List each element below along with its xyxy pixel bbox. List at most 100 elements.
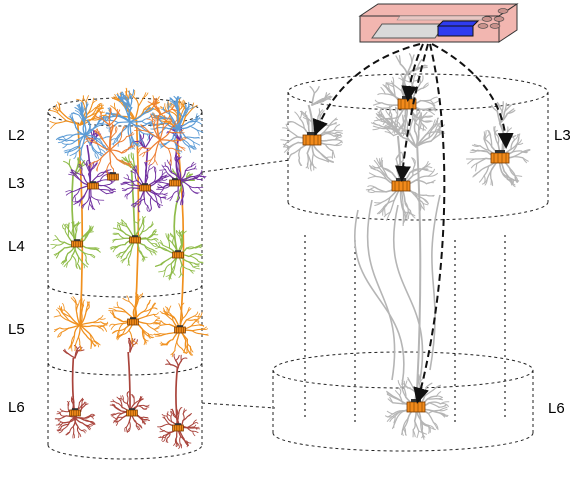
dendrite-branch bbox=[150, 139, 161, 149]
apical-dendrite bbox=[127, 106, 133, 123]
dendrite-branch bbox=[70, 169, 77, 174]
dendrite-branch bbox=[65, 191, 73, 196]
dendrite-branch bbox=[479, 145, 490, 151]
dendrite-branch bbox=[111, 330, 119, 334]
dendrite-branch bbox=[185, 339, 188, 349]
dendrite-branch bbox=[187, 413, 192, 417]
dendrite-branch bbox=[58, 424, 62, 429]
dendrite-branch bbox=[152, 238, 158, 242]
dendrite-branch bbox=[153, 333, 161, 335]
dendrite-branch bbox=[324, 143, 336, 147]
dendrite-branch bbox=[187, 306, 190, 313]
dendrite-branch bbox=[193, 191, 199, 195]
dendrite-branch bbox=[332, 150, 336, 159]
dendrite-branch bbox=[116, 237, 125, 240]
dendrite-branch bbox=[429, 96, 438, 101]
dendrite-branch bbox=[158, 269, 166, 273]
dendrite-branch bbox=[162, 269, 166, 278]
dendrite-branch bbox=[100, 321, 109, 325]
device-button bbox=[493, 16, 505, 22]
dendrite-branch bbox=[292, 147, 302, 155]
dendrite-branch bbox=[177, 197, 180, 203]
electrode-chip-icon bbox=[490, 150, 510, 164]
dendrite-branch bbox=[109, 141, 120, 151]
dendrite-branch bbox=[182, 311, 189, 319]
dendrite-branch bbox=[60, 327, 70, 333]
dendrite-branch bbox=[176, 97, 182, 104]
dendrite-branch bbox=[418, 430, 428, 435]
dendrite-branch bbox=[131, 394, 135, 399]
dendrite-branch bbox=[299, 118, 305, 129]
dendrite-branch bbox=[403, 211, 406, 221]
dendrite-branch bbox=[393, 113, 399, 125]
dendrite-branch bbox=[99, 104, 104, 111]
dendrite-branch bbox=[175, 150, 181, 157]
dendrite-branch bbox=[420, 429, 426, 438]
dendrite-branch bbox=[395, 410, 404, 421]
dendrite-branch bbox=[165, 111, 173, 119]
dendrite-branch bbox=[65, 139, 76, 142]
dendrite-branch bbox=[376, 169, 388, 180]
dendrite-branch bbox=[131, 203, 139, 205]
dendrite-branch bbox=[73, 174, 81, 181]
dendrite-branch bbox=[127, 258, 130, 266]
dendrite-branch bbox=[131, 339, 138, 345]
apical-dendrite bbox=[84, 119, 91, 136]
dendrite-branch bbox=[333, 124, 341, 131]
dendrite-branch bbox=[127, 146, 134, 150]
dendrite-branch bbox=[367, 175, 377, 179]
dendrite-branch bbox=[165, 233, 169, 241]
dendrite-branch bbox=[118, 136, 128, 143]
dendrite-branch bbox=[121, 126, 126, 134]
dendrite-branch bbox=[89, 415, 95, 417]
dendrite-branch bbox=[282, 143, 290, 148]
dendrite-branch bbox=[425, 125, 434, 136]
dendrite-branch bbox=[166, 437, 169, 444]
dendrite-branch bbox=[318, 108, 321, 118]
dendrite-branch bbox=[161, 192, 168, 195]
dendrite-branch bbox=[86, 426, 91, 431]
dendrite-branch bbox=[107, 181, 114, 186]
dendrite-branch bbox=[484, 140, 490, 151]
dendrite-branch bbox=[176, 148, 183, 153]
dendrite-branch bbox=[404, 200, 412, 212]
dendrite-branch bbox=[157, 186, 164, 188]
dendrite-branch bbox=[128, 90, 132, 98]
dendrite-branch bbox=[109, 149, 123, 154]
dendrite-branch bbox=[95, 138, 100, 150]
dendrite-branch bbox=[134, 127, 142, 131]
dendrite-branch bbox=[99, 189, 108, 195]
dendrite-branch bbox=[91, 318, 100, 324]
dendrite-branch bbox=[382, 206, 386, 216]
dendrite-branch bbox=[50, 244, 58, 246]
dendrite-branch bbox=[110, 401, 117, 404]
dendrite-branch bbox=[88, 195, 93, 205]
dendrite-branch bbox=[185, 319, 195, 321]
dendrite-branch bbox=[159, 246, 169, 252]
dendrite-branch bbox=[62, 259, 66, 266]
dendrite-branch bbox=[125, 420, 130, 428]
dendrite-branch bbox=[154, 321, 161, 325]
apical-dendrite bbox=[175, 367, 179, 429]
dendrite-branch bbox=[427, 412, 435, 424]
dendrite-branch bbox=[374, 186, 387, 193]
dendrite-branch bbox=[505, 127, 513, 135]
dendrite-branch bbox=[389, 415, 396, 423]
neuron-icon bbox=[157, 353, 201, 450]
electrode-chip-icon bbox=[129, 235, 141, 244]
dendrite-branch bbox=[182, 101, 186, 108]
dendrite-branch bbox=[94, 129, 100, 134]
dendrite-branch bbox=[467, 158, 476, 165]
dendrite-branch bbox=[91, 144, 98, 153]
dendrite-branch bbox=[71, 188, 81, 193]
dendrite-branch bbox=[133, 89, 136, 98]
dendrite-branch bbox=[98, 318, 106, 320]
dendrite-branch bbox=[191, 163, 197, 167]
dendrite-branch bbox=[159, 436, 166, 438]
dendrite-branch bbox=[282, 127, 291, 132]
dendrite-branch bbox=[193, 141, 201, 146]
dendrite-branch bbox=[170, 364, 179, 369]
dendrite-branch bbox=[113, 316, 124, 323]
dendrite-branch bbox=[513, 151, 524, 158]
dendrite-branch bbox=[141, 223, 145, 233]
